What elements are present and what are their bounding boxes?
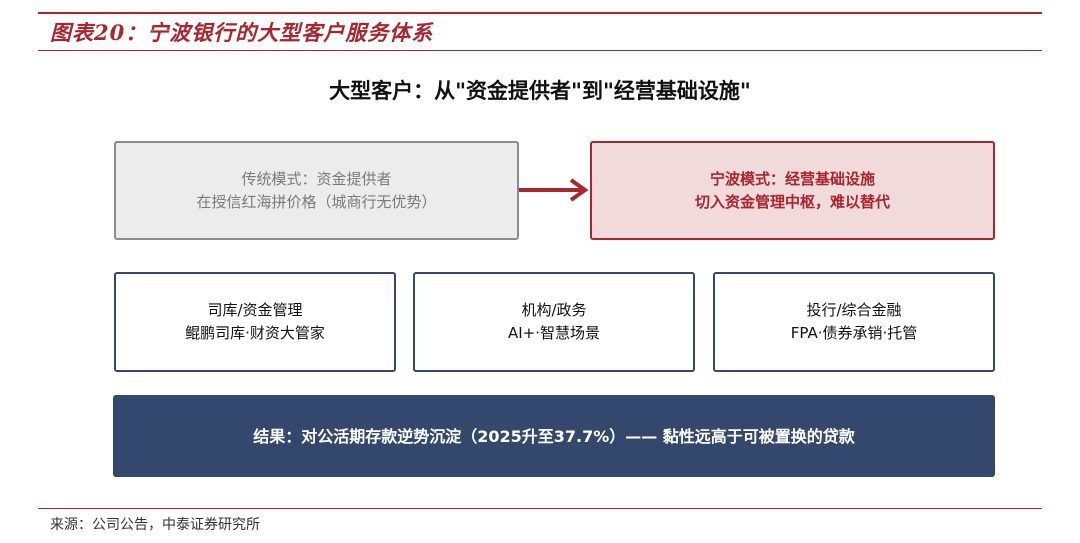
service-box-investment-banking: 投行/综合金融 FPA·债券承销·托管 <box>713 272 995 372</box>
result-banner: 结果：对公活期存款逆势沉淀（2025升至37.7%）—— 黏性远高于可被置换的贷… <box>113 395 995 477</box>
diagram-heading: 大型客户：从"资金提供者"到"经营基础设施" <box>329 79 751 103</box>
traditional-model-desc: 在授信红海拼价格（城商行无优势） <box>196 192 437 211</box>
service-title: 司库/资金管理 <box>207 301 303 319</box>
figure-title: 图表20：宁波银行的大型客户服务体系 <box>50 20 434 45</box>
top-rule <box>38 12 1042 14</box>
title-rule <box>38 50 1042 51</box>
result-text: 结果：对公活期存款逆势沉淀（2025升至37.7%）—— 黏性远高于可被置换的贷… <box>253 426 855 446</box>
service-box-institutional: 机构/政务 AI+·智慧场景 <box>413 272 695 372</box>
service-title: 投行/综合金融 <box>806 301 902 319</box>
traditional-model-box: 传统模式：资金提供者 在授信红海拼价格（城商行无优势） <box>114 141 519 240</box>
service-desc: 鲲鹏司库·财资大管家 <box>185 324 325 342</box>
traditional-model-title: 传统模式：资金提供者 <box>241 169 392 188</box>
service-box-treasury: 司库/资金管理 鲲鹏司库·财资大管家 <box>114 272 396 372</box>
service-desc: AI+·智慧场景 <box>507 324 601 342</box>
service-desc: FPA·债券承销·托管 <box>790 324 918 342</box>
source-note: 来源：公司公告，中泰证券研究所 <box>50 517 260 533</box>
right-arrow-icon <box>519 178 589 202</box>
ningbo-model-box: 宁波模式：经营基础设施 切入资金管理中枢，难以替代 <box>590 141 995 240</box>
ningbo-model-title: 宁波模式：经营基础设施 <box>709 169 875 188</box>
bottom-rule <box>38 508 1042 509</box>
ningbo-model-desc: 切入资金管理中枢，难以替代 <box>694 192 890 211</box>
service-title: 机构/政务 <box>521 301 587 319</box>
